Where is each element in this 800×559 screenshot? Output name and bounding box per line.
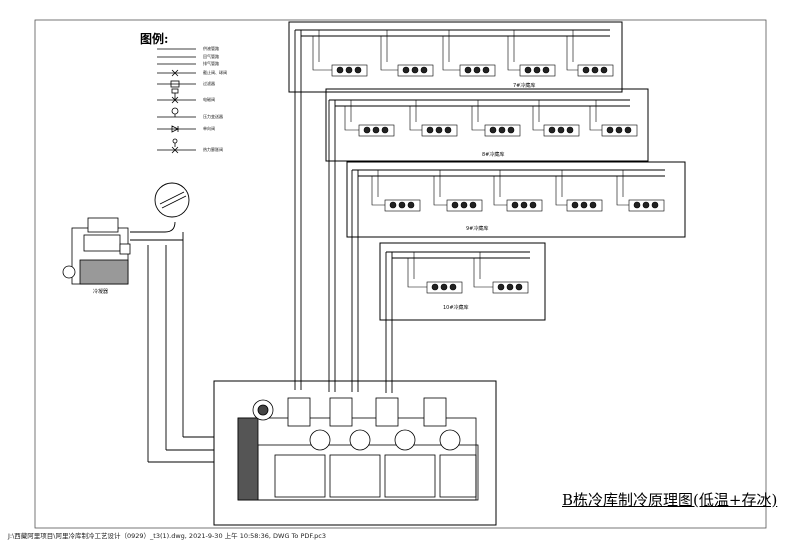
room-label-8: 8#冷藏库 <box>482 152 505 158</box>
evaporators-room-7 <box>312 30 614 77</box>
pipe-network <box>130 29 665 463</box>
room-label-7: 7#冷藏库 <box>513 83 536 89</box>
legend-title: 图例: <box>140 32 169 46</box>
compressor-rack <box>237 397 479 501</box>
diagram-title: B栋冷库制冷原理图(低温+存冰) <box>562 491 778 509</box>
legend-label-pressure-transmitter: 压力变送器 <box>203 114 223 119</box>
evaporators-room-8 <box>344 100 638 137</box>
condenser-label: 冷凝器 <box>93 289 109 295</box>
room-label-10: 10#冷藏库 <box>443 305 469 311</box>
evaporators-room-9 <box>371 170 665 212</box>
legend-label-discharge-line: 排气管路 <box>203 61 219 66</box>
legend-label-filter: 过滤器 <box>203 81 215 86</box>
room-label-9: 9#冷藏库 <box>466 226 489 232</box>
file-path-footer: J:\西藏阿里项目\阿里冷库制冷工艺设计（0929）_t3(1).dwg, 20… <box>8 532 326 540</box>
room-boxes <box>213 21 686 526</box>
legend-symbols <box>157 48 196 154</box>
drawing-border <box>34 19 767 529</box>
condenser-unit <box>62 217 131 285</box>
legend-label-liquid-line: 供液管路 <box>203 46 219 51</box>
legend-label-solenoid-valve: 电磁阀 <box>203 97 215 102</box>
legend-label-stop-valve: 截止阀、球阀 <box>203 70 227 75</box>
legend-label-suction-line: 回气管路 <box>203 54 219 59</box>
evaporators-room-10 <box>407 252 529 294</box>
legend-label-expansion-valve: 热力膨胀阀 <box>203 147 223 152</box>
legend-label-check-valve: 单向阀 <box>203 126 215 131</box>
